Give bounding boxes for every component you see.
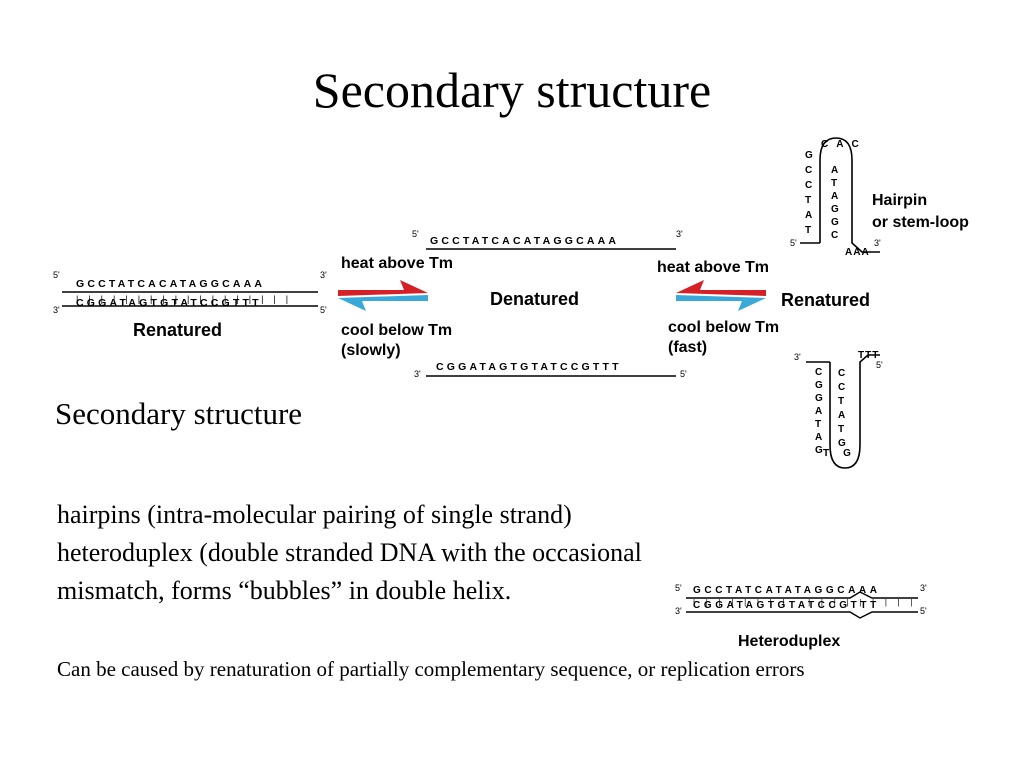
cause-note: Can be caused by renaturation of partial…: [57, 657, 805, 681]
left-duplex-bottom-five-prime: 5': [320, 305, 327, 315]
denatured-bottom-five-prime: 5': [680, 369, 687, 379]
hairpin1-stem-left: GCCTAT: [805, 150, 813, 236]
bullet-heteroduplex-cont: mismatch, forms “bubbles” in double heli…: [57, 576, 512, 605]
hairpin1-loop: CAC: [821, 139, 867, 150]
heteroduplex-five-prime: 5': [675, 583, 682, 593]
left-cool-speed-label: (slowly): [341, 342, 401, 359]
hairpin2-three-prime: 3': [794, 352, 801, 362]
right-heat-label: heat above Tm: [657, 259, 770, 276]
heteroduplex-bottom-five-prime: 5': [920, 606, 927, 616]
left-duplex-bottom-three-prime: 3': [53, 305, 60, 315]
right-cool-speed-label: (fast): [668, 339, 708, 356]
denatured-bottom-strand: CGGATAGTGTATCCGTTT: [436, 361, 622, 373]
renatured-left-label: Renatured: [133, 320, 223, 340]
right-heat-arrow: [676, 280, 766, 296]
denatured-top-five-prime: 5': [412, 229, 419, 239]
hairpin2-loop: TG: [823, 448, 865, 459]
hairpin-label: Hairpin: [872, 192, 928, 209]
heteroduplex-bottom-three-prime: 3': [675, 606, 682, 616]
heteroduplex-bottom-strand: CGGATAGTGTATCCGTTT: [693, 600, 880, 611]
renatured-right-label: Renatured: [781, 290, 871, 310]
left-heat-arrow: [338, 280, 428, 296]
left-cool-label: cool below Tm: [341, 322, 453, 339]
hairpin2-stem-left: CGGATAG: [815, 367, 823, 456]
denatured-label: Denatured: [490, 289, 580, 309]
left-duplex-base-pairs: ||||||||||||||||||: [76, 294, 299, 304]
left-heat-label: heat above Tm: [341, 255, 454, 272]
bullet-list: hairpins (intra-molecular pairing of sin…: [57, 496, 642, 610]
heteroduplex-three-prime: 3': [920, 583, 927, 593]
bullet-hairpins: hairpins (intra-molecular pairing of sin…: [57, 500, 572, 529]
heteroduplex-base-pairs: |||||||| |||||||||: [693, 598, 924, 607]
bullet-heteroduplex: heteroduplex (double stranded DNA with t…: [57, 538, 642, 567]
hairpin2-five-prime: 5': [876, 360, 883, 370]
denatured-top-three-prime: 3': [676, 229, 683, 239]
hairpin1-three-prime: 3': [874, 238, 881, 248]
left-cool-arrow: [338, 295, 428, 311]
right-cool-label: cool below Tm: [668, 319, 780, 336]
hairpin1-stem-right: ATAGGC: [831, 165, 839, 241]
slide-title: Secondary structure: [312, 62, 712, 118]
stem-loop-label: or stem-loop: [872, 214, 969, 231]
hairpin1-tail: AAA: [845, 247, 870, 258]
denatured-bottom-three-prime: 3': [414, 369, 421, 379]
denatured-top-strand: GCCTATCACATAGGCAAA: [430, 235, 620, 247]
heteroduplex-label: Heteroduplex: [738, 633, 841, 650]
hairpin2-stem-right: CCTATG: [838, 368, 846, 449]
hairpin1-five-prime: 5': [790, 238, 797, 248]
hairpin2-tail: TTT: [858, 350, 880, 361]
heteroduplex-top-strand: GCCTATCATATAGGCAAA: [693, 585, 881, 596]
left-duplex-bottom-strand: CGGATAGTGTATCCGTTT: [76, 297, 262, 309]
left-duplex-three-prime: 3': [320, 270, 327, 280]
left-duplex-five-prime: 5': [53, 270, 60, 280]
right-cool-arrow: [676, 295, 766, 311]
slide-subheading: Secondary structure: [55, 396, 303, 431]
left-duplex-top-strand: GCCTATCACATAGGCAAA: [76, 278, 266, 290]
